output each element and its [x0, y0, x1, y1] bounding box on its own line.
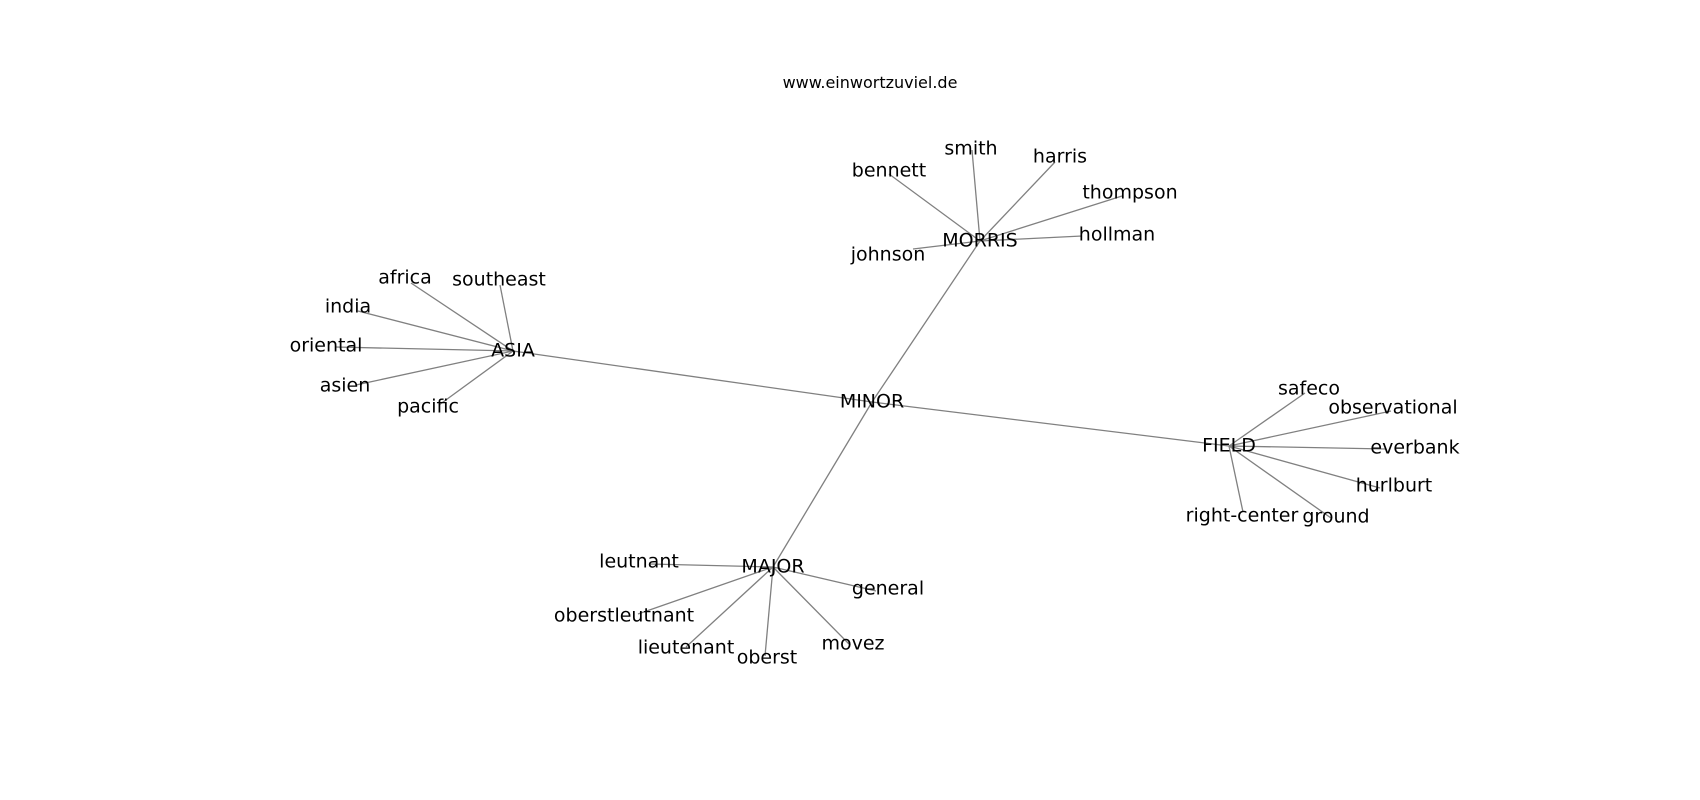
node-safeco: safeco	[1278, 378, 1340, 400]
node-southeast: southeast	[452, 269, 546, 291]
edge-minor-major	[772, 401, 873, 568]
node-johnson: johnson	[850, 244, 926, 266]
edge-morris-smith	[971, 149, 981, 242]
node-oriental: oriental	[290, 335, 363, 357]
edge-minor-morris	[871, 240, 981, 403]
edge-field-observational	[1228, 410, 1392, 447]
labels-layer: www.einwortzuviel.de MINOR ASIA MORRIS FIEL…	[290, 73, 1460, 669]
edge-major-oberstleutnant	[637, 566, 774, 615]
edge-major-leutnant	[649, 563, 774, 568]
edges-layer	[334, 149, 1392, 657]
edge-field-safeco	[1228, 392, 1306, 447]
edge-asia-asien	[355, 350, 514, 386]
node-observational: observational	[1328, 397, 1457, 419]
edge-field-everbank	[1228, 445, 1387, 450]
edge-field-right-center	[1228, 445, 1244, 513]
node-india: india	[325, 296, 371, 318]
node-general: general	[852, 578, 924, 600]
node-oberst: oberst	[737, 647, 798, 669]
node-ground: ground	[1302, 506, 1369, 528]
edge-morris-harris	[979, 161, 1056, 242]
edge-major-movez	[772, 566, 850, 645]
edge-asia-pacific	[438, 350, 514, 406]
edge-morris-bennett	[888, 173, 981, 242]
site-label: www.einwortzuviel.de	[783, 73, 958, 92]
edge-morris-thompson	[979, 195, 1123, 242]
node-oberstleutnant: oberstleutnant	[554, 605, 694, 627]
edge-major-oberst	[764, 566, 774, 657]
node-leutnant: leutnant	[599, 551, 679, 573]
edge-major-general	[772, 566, 877, 592]
node-asien: asien	[320, 375, 371, 397]
node-everbank: everbank	[1370, 437, 1459, 459]
node-major: MAJOR	[741, 556, 804, 578]
edge-asia-africa	[410, 282, 514, 352]
node-bennett: bennett	[852, 160, 926, 182]
node-pacific: pacific	[397, 396, 459, 418]
edge-minor-asia	[512, 350, 873, 403]
node-field: FIELD	[1202, 435, 1256, 457]
node-thompson: thompson	[1082, 182, 1177, 204]
node-movez: movez	[821, 633, 884, 655]
edge-field-hurlburt	[1228, 445, 1381, 489]
node-smith: smith	[944, 138, 997, 160]
node-hollman: hollman	[1079, 224, 1155, 246]
edge-asia-india	[357, 310, 514, 352]
edge-asia-oriental	[334, 346, 514, 352]
node-right-center: right-center	[1186, 505, 1299, 527]
node-lieutenant: lieutenant	[638, 637, 735, 659]
edge-minor-field	[871, 401, 1230, 447]
edge-morris-hollman	[979, 235, 1083, 242]
node-hurlburt: hurlburt	[1356, 475, 1433, 497]
edge-asia-southeast	[499, 284, 514, 352]
node-asia: ASIA	[491, 340, 535, 362]
node-harris: harris	[1033, 146, 1087, 168]
edge-field-ground	[1228, 445, 1332, 519]
edge-morris-johnson	[912, 240, 981, 250]
node-minor: MINOR	[840, 391, 904, 413]
node-morris: MORRIS	[942, 230, 1017, 252]
node-africa: africa	[378, 267, 432, 289]
edge-major-lieutenant	[685, 566, 774, 648]
